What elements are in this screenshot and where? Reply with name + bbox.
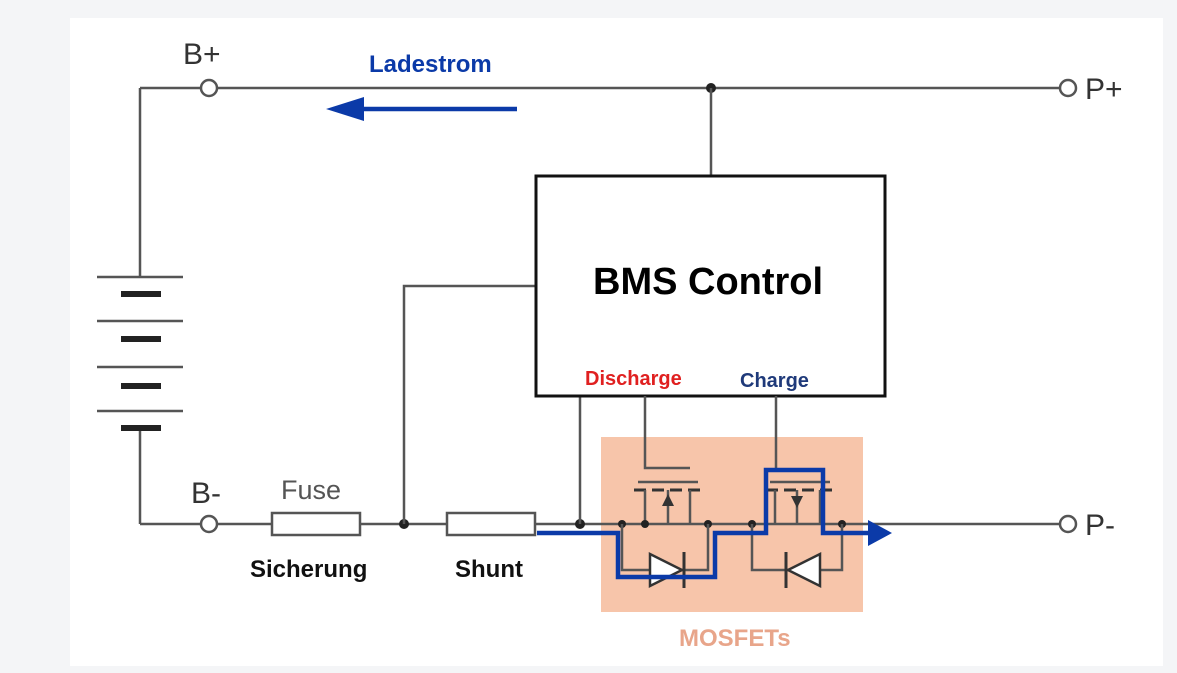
terminal-b-plus <box>199 78 219 98</box>
label-sicherung: Sicherung <box>250 556 367 583</box>
ladestrom-arrow-head <box>326 97 364 121</box>
label-ladestrom: Ladestrom <box>369 51 492 78</box>
terminal-b-minus <box>199 514 219 534</box>
label-charge: Charge <box>740 370 809 392</box>
label-b-minus: B- <box>191 477 221 510</box>
label-mosfets: MOSFETs <box>679 625 791 652</box>
label-p-plus: P+ <box>1085 73 1123 106</box>
label-p-minus: P- <box>1085 509 1115 542</box>
terminal-p-plus <box>1058 78 1078 98</box>
charge-current-path <box>537 467 870 580</box>
label-fuse: Fuse <box>281 475 341 505</box>
bms-control-box <box>534 174 887 398</box>
label-discharge: Discharge <box>585 368 682 390</box>
sense-wire-left <box>402 284 536 524</box>
shunt-symbol <box>445 511 537 537</box>
charge-current-arrowhead <box>868 520 892 546</box>
label-shunt: Shunt <box>455 556 523 583</box>
terminal-p-minus <box>1058 514 1078 534</box>
fuse-symbol <box>270 511 362 537</box>
label-b-plus: B+ <box>183 38 221 71</box>
label-bms-control: BMS Control <box>593 261 823 303</box>
discharge-gate-wire <box>643 396 690 470</box>
battery-icon <box>97 275 183 431</box>
